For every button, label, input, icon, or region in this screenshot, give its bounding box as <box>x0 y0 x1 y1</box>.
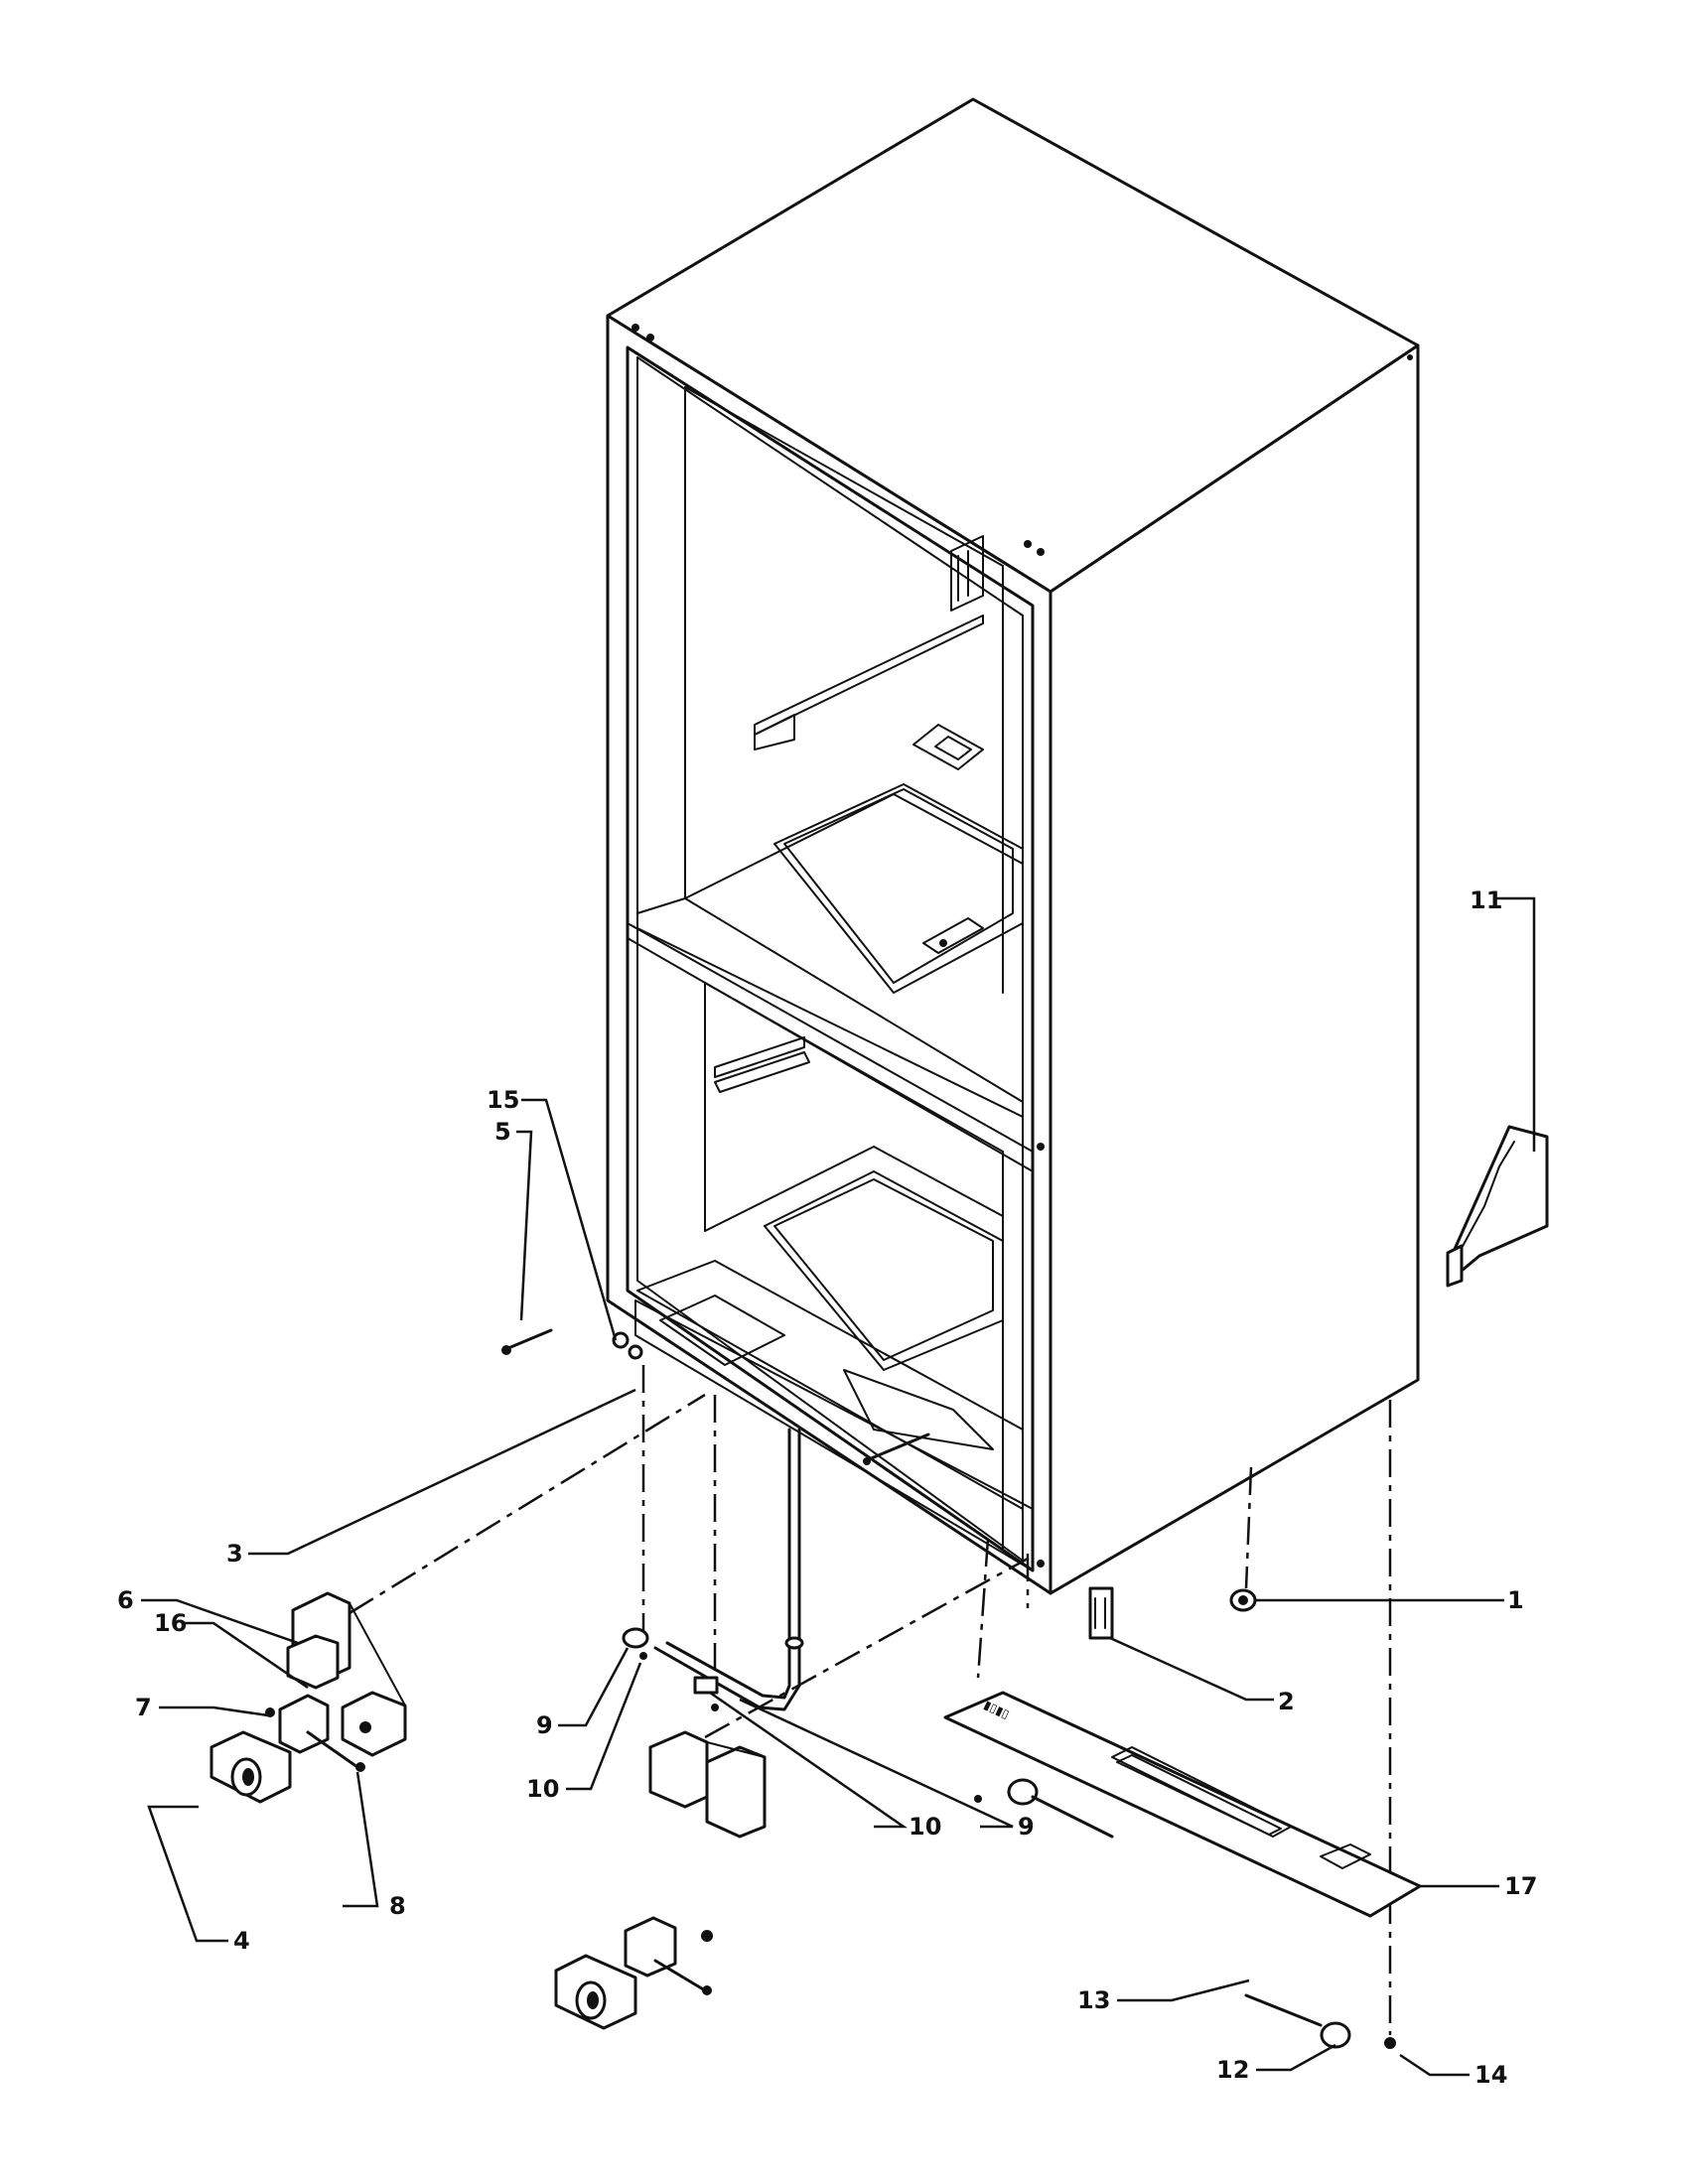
upper-compartment <box>636 386 1024 1118</box>
cabinet <box>606 97 1420 1595</box>
callout-1: 1 <box>1507 1586 1524 1614</box>
part-3-tube <box>653 1428 804 1711</box>
part-11-side-trim <box>1446 1125 1549 1288</box>
part-15-pin <box>612 1331 643 1360</box>
callout-3: 3 <box>226 1540 243 1568</box>
part-spacer <box>1007 1778 1114 1839</box>
callout-5: 5 <box>494 1118 511 1146</box>
part-9-clip-right <box>693 1676 719 1695</box>
part-12-cap <box>1320 2021 1351 2049</box>
part-2-bracket <box>1088 1586 1114 1640</box>
callout-9-right: 9 <box>1018 1813 1035 1841</box>
callout-7: 7 <box>135 1694 152 1721</box>
callout-2: 2 <box>1278 1688 1295 1715</box>
roller-assembly-lower <box>554 1916 713 2030</box>
callout-14: 14 <box>1474 2061 1508 2089</box>
callout-12: 12 <box>1216 2056 1250 2084</box>
callout-13: 13 <box>1077 1986 1111 2014</box>
part-9-clip-left <box>622 1627 649 1649</box>
part-16-hinge-upper <box>286 1591 407 1757</box>
lower-compartment <box>634 982 1034 1571</box>
callout-10-left: 10 <box>526 1775 560 1803</box>
callout-9-left: 9 <box>536 1711 553 1739</box>
part-16-hinge-lower <box>648 1730 767 1839</box>
callout-leaders <box>141 896 1536 2077</box>
callout-4: 4 <box>233 1927 250 1955</box>
roller-assembly-upper <box>210 1694 371 1804</box>
callout-11: 11 <box>1470 887 1503 914</box>
part-17-base-grille: ▮▯▮▯ <box>943 1691 1422 1918</box>
part-5-screw <box>501 1328 553 1355</box>
part-1-foot <box>1229 1588 1257 1612</box>
callout-15: 15 <box>487 1086 520 1114</box>
callout-16: 16 <box>154 1609 188 1637</box>
callout-8: 8 <box>389 1892 406 1920</box>
callout-17: 17 <box>1504 1872 1538 1900</box>
callout-6: 6 <box>117 1586 134 1614</box>
callout-10-right: 10 <box>909 1813 942 1841</box>
